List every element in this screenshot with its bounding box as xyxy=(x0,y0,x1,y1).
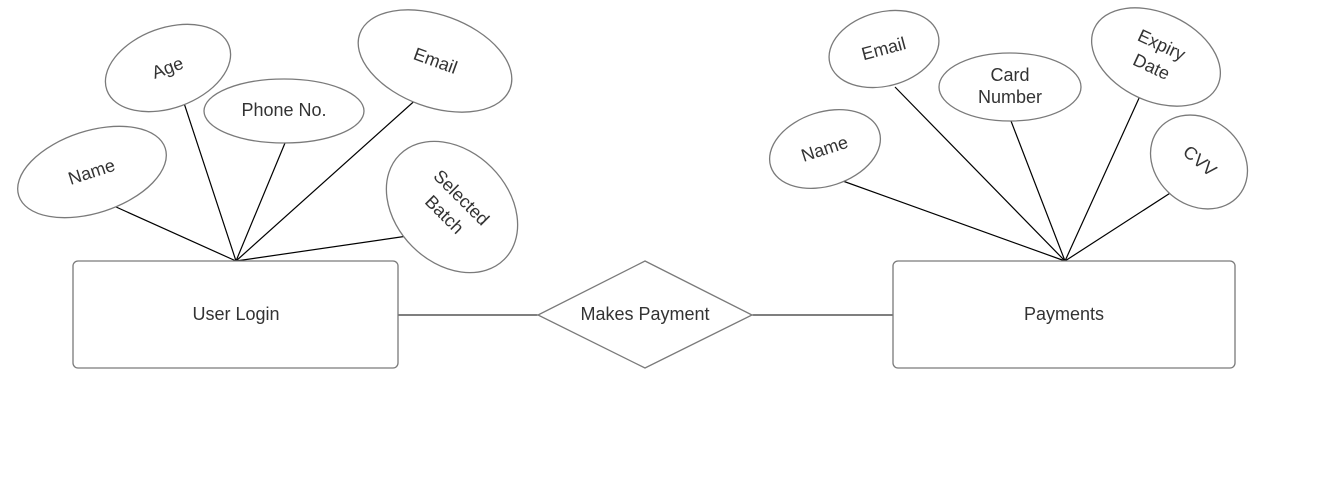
entity-label: Payments xyxy=(1024,304,1104,324)
attribute-ellipse xyxy=(17,125,167,219)
edge-user-age xyxy=(182,99,237,262)
attribute-user-phone[interactable]: Phone No. xyxy=(203,78,365,144)
attribute-ellipse xyxy=(385,140,519,274)
attribute-payments-card-number[interactable]: Card Number xyxy=(938,52,1082,122)
attribute-ellipse xyxy=(1090,7,1222,107)
attribute-label-line1: Card xyxy=(990,65,1029,85)
edge-pay-card xyxy=(1010,120,1066,262)
relationship-label: Makes Payment xyxy=(580,304,709,324)
attribute-ellipse xyxy=(104,23,232,113)
attribute-payments-expiry-date[interactable]: Expiry Date xyxy=(1076,0,1236,126)
entity-user-login[interactable]: User Login xyxy=(72,260,399,369)
attribute-user-selected-batch[interactable]: Selected Batch xyxy=(360,115,544,299)
entity-label: User Login xyxy=(192,304,279,324)
entity-payments[interactable]: Payments xyxy=(892,260,1236,369)
entity-box xyxy=(892,260,1236,369)
attribute-user-name[interactable]: Name xyxy=(6,109,178,235)
entity-box xyxy=(72,260,399,369)
attribute-label-line2: Number xyxy=(978,87,1042,107)
edge-user-phone xyxy=(235,142,286,262)
attribute-ellipse xyxy=(357,9,513,113)
attribute-ellipse xyxy=(828,9,940,89)
attribute-label: Phone No. xyxy=(241,100,326,120)
attribute-payments-cvv[interactable]: CVV xyxy=(1132,96,1267,229)
edge-user-name xyxy=(104,201,237,262)
attribute-ellipse xyxy=(1149,114,1249,210)
edge-pay-cvv xyxy=(1064,187,1179,262)
attribute-user-age[interactable]: Age xyxy=(93,8,243,128)
attribute-ellipse xyxy=(203,78,365,144)
attribute-user-email[interactable]: Email xyxy=(344,0,526,132)
edge-pay-email xyxy=(894,86,1066,262)
relationship-makes-payment[interactable]: Makes Payment xyxy=(536,260,754,369)
attribute-payments-name[interactable]: Name xyxy=(759,96,890,202)
attribute-ellipse xyxy=(768,108,882,190)
relationship-diamond xyxy=(536,260,754,369)
edge-user-email xyxy=(235,95,421,262)
attribute-payments-email[interactable]: Email xyxy=(820,0,947,99)
edge-user-batch xyxy=(235,232,429,262)
attribute-ellipse xyxy=(938,52,1082,122)
edge-pay-name xyxy=(839,179,1066,262)
edge-pay-expiry xyxy=(1064,95,1141,262)
